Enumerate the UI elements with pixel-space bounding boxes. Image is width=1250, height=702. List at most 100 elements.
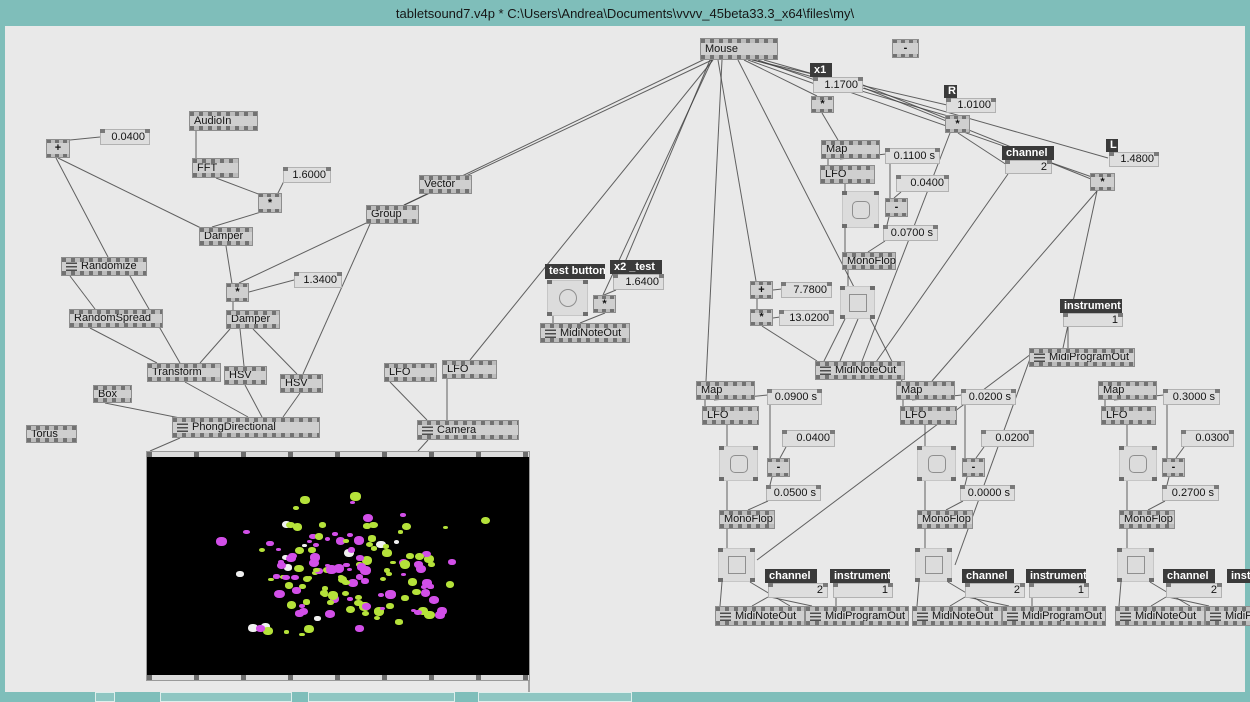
map-node[interactable]: Map	[821, 140, 880, 159]
monoflop-node[interactable]: MonoFlop	[842, 252, 896, 270]
toggle-iobox[interactable]	[840, 286, 875, 319]
hsv-node[interactable]: HSV	[280, 374, 323, 393]
group-node[interactable]: Group	[366, 205, 419, 224]
mouse-node[interactable]: Mouse	[700, 38, 778, 60]
toggle-iobox[interactable]	[1117, 548, 1154, 582]
-operator-node[interactable]: *	[750, 309, 773, 326]
midiprogramout-node[interactable]: MidiProgramOut	[1002, 606, 1106, 626]
taskbar-item[interactable]	[308, 692, 455, 702]
midiprogramout-node[interactable]: MidiProgramOut	[805, 606, 909, 626]
randomize-node[interactable]: Randomize	[61, 257, 147, 276]
damper-node[interactable]: Damper	[226, 310, 280, 329]
midinoteout-node[interactable]: MidiNoteOut	[715, 606, 805, 626]
-operator-node[interactable]: -	[767, 458, 790, 477]
particle-dot	[400, 573, 406, 577]
particle-dot	[362, 523, 371, 530]
audioin-node[interactable]: AudioIn	[189, 111, 258, 131]
monoflop-node[interactable]: MonoFlop	[719, 510, 775, 529]
toggle-iobox[interactable]	[719, 446, 758, 481]
0-2700-s-value-iobox[interactable]: 0.2700 s	[1162, 485, 1219, 501]
1-value-iobox[interactable]: 1	[1063, 313, 1123, 327]
lfo-node[interactable]: LFO	[900, 406, 957, 425]
-operator-node[interactable]: *	[226, 283, 249, 302]
damper-node[interactable]: Damper	[199, 227, 253, 246]
0-0500-s-value-iobox[interactable]: 0.0500 s	[766, 485, 821, 501]
1-0100-value-iobox[interactable]: 1.0100	[946, 98, 996, 113]
taskbar-item[interactable]	[160, 692, 292, 702]
torus-node[interactable]: Torus	[26, 425, 77, 443]
particle-dot	[318, 522, 327, 528]
toggle-iobox[interactable]	[915, 548, 952, 582]
0-0200-value-iobox[interactable]: 0.0200	[981, 430, 1034, 447]
-operator-node[interactable]: *	[1090, 173, 1115, 191]
0-0400-value-iobox[interactable]: 0.0400	[782, 430, 835, 447]
1-3400-value-iobox[interactable]: 1.3400	[294, 272, 342, 288]
-operator-node[interactable]: *	[593, 295, 616, 313]
particle-dot	[422, 579, 432, 587]
map-node[interactable]: Map	[1098, 381, 1157, 400]
-operator-node[interactable]: -	[962, 458, 985, 477]
toggle-iobox[interactable]	[1119, 446, 1157, 481]
1-6000-value-iobox[interactable]: 1.6000	[283, 167, 331, 183]
taskbar-item[interactable]	[478, 692, 632, 702]
13-0200-value-iobox[interactable]: 13.0200	[779, 310, 834, 326]
randomspread-node[interactable]: RandomSpread	[69, 309, 163, 328]
toggle-iobox[interactable]	[917, 446, 956, 481]
1-4800-value-iobox[interactable]: 1.4800	[1109, 152, 1159, 167]
render-view[interactable]	[146, 451, 530, 681]
2-value-iobox[interactable]: 2	[768, 583, 828, 598]
map-node[interactable]: Map	[896, 381, 955, 400]
-operator-node[interactable]: -	[1162, 458, 1185, 477]
map-node[interactable]: Map	[696, 381, 755, 400]
1-value-iobox[interactable]: 1	[833, 583, 893, 598]
lfo-node[interactable]: LFO	[702, 406, 759, 425]
midinoteout-node[interactable]: MidiNoteOut	[540, 323, 630, 343]
box-node[interactable]: Box	[93, 385, 132, 403]
title-bar[interactable]: tabletsound7.v4p * C:\Users\Andrea\Docum…	[0, 0, 1250, 26]
midiprogramout-node[interactable]: MidiProgramOut	[1205, 606, 1250, 626]
monoflop-node[interactable]: MonoFlop	[917, 510, 973, 529]
transform-node[interactable]: Transform	[147, 363, 221, 382]
-operator-node[interactable]: *	[945, 115, 970, 133]
7-7800-value-iobox[interactable]: 7.7800	[781, 282, 832, 298]
1-1700-value-iobox[interactable]: 1.1700	[813, 77, 863, 93]
toggle-iobox[interactable]	[842, 191, 879, 228]
hsv-node[interactable]: HSV	[224, 366, 267, 385]
-operator-node[interactable]: +	[46, 139, 70, 158]
lfo-node[interactable]: LFO	[384, 363, 437, 382]
0-3000-s-value-iobox[interactable]: 0.3000 s	[1163, 389, 1220, 405]
midinoteout-node[interactable]: MidiNoteOut	[912, 606, 1002, 626]
0-0300-value-iobox[interactable]: 0.0300	[1181, 430, 1234, 447]
lfo-node[interactable]: LFO	[820, 165, 875, 184]
midinoteout-node[interactable]: MidiNoteOut	[815, 361, 905, 380]
2-value-iobox[interactable]: 2	[965, 583, 1025, 598]
-operator-node[interactable]: -	[885, 198, 908, 217]
-operator-node[interactable]: *	[811, 96, 834, 113]
-operator-node[interactable]: *	[258, 193, 282, 213]
midiprogramout-node[interactable]: MidiProgramOut	[1029, 348, 1135, 367]
camera-node[interactable]: Camera	[417, 420, 519, 440]
monoflop-node[interactable]: MonoFlop	[1119, 510, 1175, 529]
phongdirectional-node[interactable]: PhongDirectional	[172, 417, 320, 438]
toggle-iobox[interactable]	[547, 280, 588, 316]
0-0400-value-iobox[interactable]: 0.0400	[100, 129, 150, 145]
2-value-iobox[interactable]: 2	[1166, 583, 1222, 598]
0-0900-s-value-iobox[interactable]: 0.0900 s	[767, 389, 822, 405]
toggle-iobox[interactable]	[718, 548, 755, 582]
taskbar-item[interactable]	[95, 692, 115, 702]
lfo-node[interactable]: LFO	[1101, 406, 1156, 425]
lfo-node[interactable]: LFO	[442, 360, 497, 379]
1-6400-value-iobox[interactable]: 1.6400	[613, 274, 664, 290]
fft-node[interactable]: FFT	[192, 158, 239, 178]
1-value-iobox[interactable]: 1	[1029, 583, 1089, 598]
-operator-node[interactable]: +	[750, 281, 773, 299]
0-1100-s-value-iobox[interactable]: 0.1100 s	[885, 148, 940, 164]
0-0200-s-value-iobox[interactable]: 0.0200 s	[961, 389, 1016, 405]
0-0400-value-iobox[interactable]: 0.0400	[896, 175, 949, 192]
0-0000-s-value-iobox[interactable]: 0.0000 s	[960, 485, 1015, 501]
0-0700-s-value-iobox[interactable]: 0.0700 s	[883, 225, 938, 241]
2-value-iobox[interactable]: 2	[1005, 160, 1052, 174]
vector-node[interactable]: Vector	[419, 175, 472, 194]
midinoteout-node[interactable]: MidiNoteOut	[1115, 606, 1205, 626]
-operator-node[interactable]: -	[892, 39, 919, 58]
